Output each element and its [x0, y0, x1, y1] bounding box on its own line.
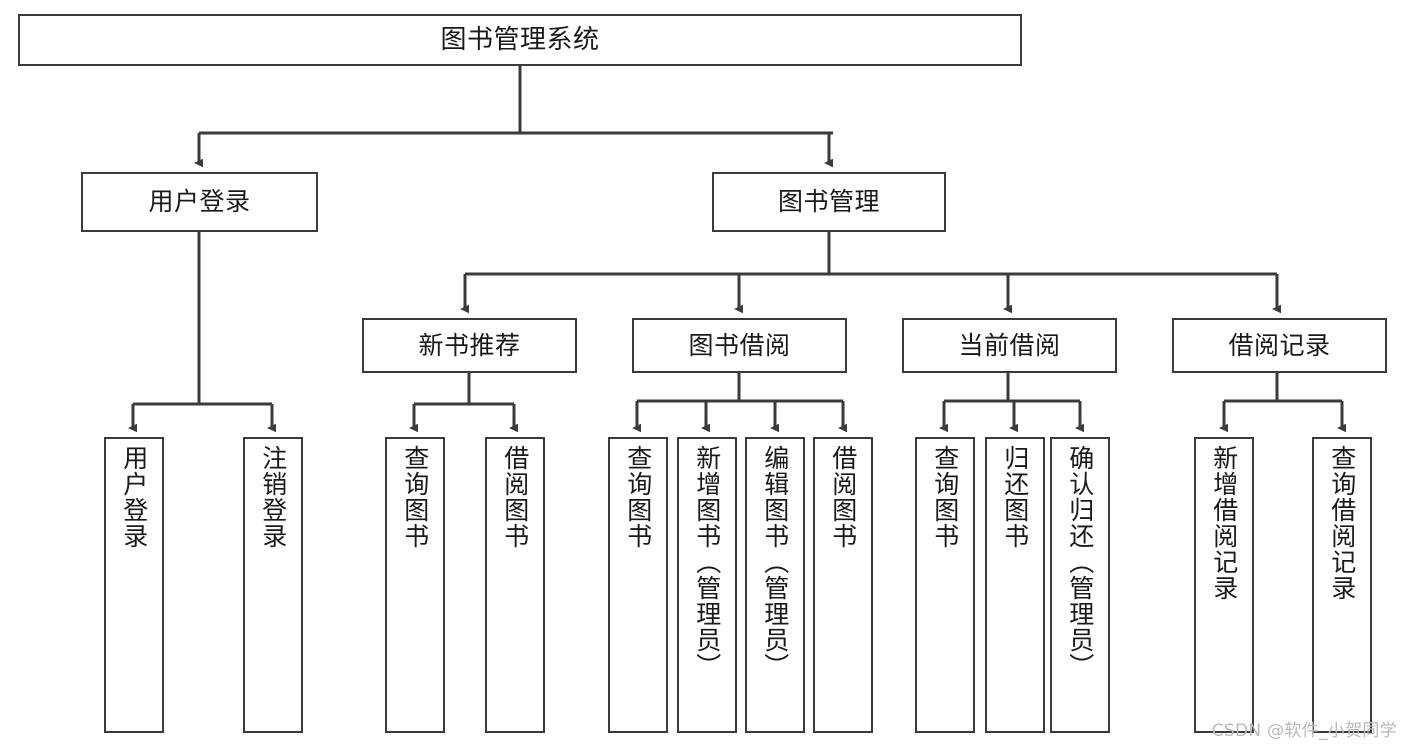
node-leaf-borrow-book-2[interactable]: 借阅图书 [813, 437, 873, 733]
node-borrow-record-label: 借阅记录 [1228, 330, 1331, 360]
node-leaf-query-book-3-label: 查询图书 [930, 445, 960, 549]
node-leaf-edit-book-label: 编辑图书（管理员） [760, 445, 790, 679]
node-user-login[interactable]: 用户登录 [81, 172, 318, 232]
node-book-borrow-label: 图书借阅 [688, 330, 791, 360]
node-leaf-query-record[interactable]: 查询借阅记录 [1312, 437, 1372, 733]
node-book-manage[interactable]: 图书管理 [712, 172, 946, 232]
node-leaf-borrow-book-1-label: 借阅图书 [500, 445, 530, 549]
node-root[interactable]: 图书管理系统 [18, 14, 1022, 66]
node-leaf-query-book-3[interactable]: 查询图书 [915, 437, 975, 733]
node-leaf-borrow-book-1[interactable]: 借阅图书 [485, 437, 545, 733]
node-leaf-add-record-label: 新增借阅记录 [1209, 445, 1239, 601]
node-leaf-edit-book[interactable]: 编辑图书（管理员） [745, 437, 805, 733]
node-root-label: 图书管理系统 [440, 24, 600, 55]
node-user-login-label: 用户登录 [148, 187, 251, 217]
node-book-borrow[interactable]: 图书借阅 [632, 318, 847, 373]
node-leaf-user-login[interactable]: 用户登录 [104, 437, 164, 733]
node-leaf-query-book-1[interactable]: 查询图书 [385, 437, 445, 733]
node-new-book-rec-label: 新书推荐 [418, 330, 521, 360]
node-borrow-record[interactable]: 借阅记录 [1172, 318, 1387, 373]
node-leaf-query-book-1-label: 查询图书 [400, 445, 430, 549]
node-leaf-confirm-return[interactable]: 确认归还（管理员） [1050, 437, 1110, 733]
node-leaf-confirm-return-label: 确认归还（管理员） [1065, 445, 1095, 679]
node-book-manage-label: 图书管理 [777, 187, 880, 217]
node-leaf-user-login-label: 用户登录 [119, 445, 149, 549]
node-leaf-return-book-label: 归还图书 [1000, 445, 1030, 549]
node-leaf-add-record[interactable]: 新增借阅记录 [1194, 437, 1254, 733]
node-leaf-query-book-2[interactable]: 查询图书 [608, 437, 668, 733]
node-current-borrow-label: 当前借阅 [958, 330, 1061, 360]
node-leaf-add-book-label: 新增图书（管理员） [692, 445, 722, 679]
watermark-text: CSDN @软件_小贺同学 [1211, 721, 1397, 741]
node-leaf-query-book-2-label: 查询图书 [623, 445, 653, 549]
node-current-borrow[interactable]: 当前借阅 [902, 318, 1117, 373]
node-leaf-return-book[interactable]: 归还图书 [985, 437, 1045, 733]
node-leaf-logout[interactable]: 注销登录 [243, 437, 303, 733]
node-leaf-add-book[interactable]: 新增图书（管理员） [677, 437, 737, 733]
node-new-book-rec[interactable]: 新书推荐 [362, 318, 577, 373]
node-leaf-borrow-book-2-label: 借阅图书 [828, 445, 858, 549]
node-leaf-query-record-label: 查询借阅记录 [1327, 445, 1357, 601]
node-leaf-logout-label: 注销登录 [258, 445, 288, 549]
